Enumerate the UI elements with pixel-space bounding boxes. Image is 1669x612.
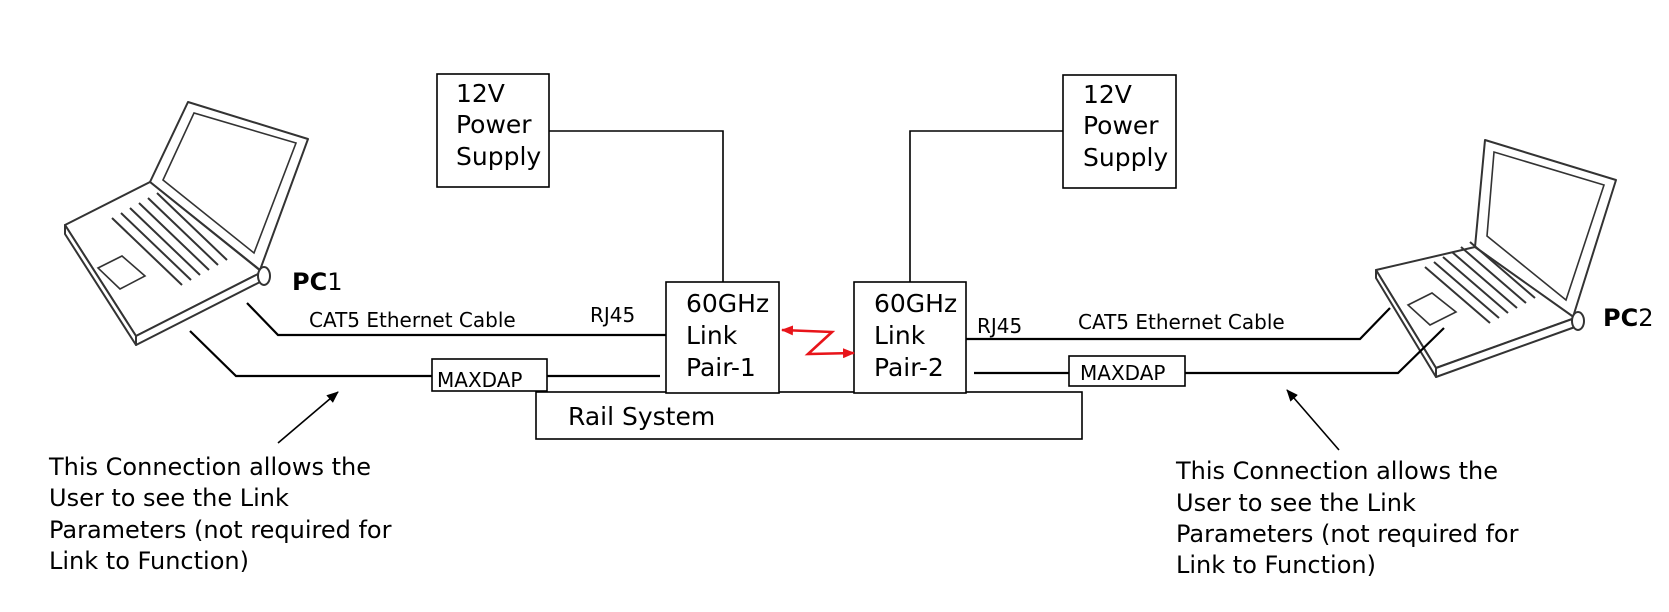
pc-label-right-number: 2 [1638,304,1653,332]
note-left-line-2: User to see the Link [49,484,289,512]
pc-label-right: PC2 [1603,304,1653,332]
cable-label-left: CAT5 Ethernet Cable [309,308,516,332]
note-right: This Connection allows the User to see t… [1175,457,1519,579]
cable-label-right: CAT5 Ethernet Cable [1078,310,1285,334]
note-right-line-4: Link to Function) [1176,551,1376,579]
maxdap-box-left: MAXDAP [431,358,548,392]
link-unit-left: 60GHz Link Pair-1 [665,281,780,394]
note-right-line-3: Parameters (not required for [1176,520,1519,548]
maxdap-cable-left-a [189,330,432,378]
ethernet-cable-right [966,307,1391,341]
link-unit-right-line-3: Pair-2 [874,353,944,382]
laptop-icon [64,101,309,346]
ethernet-cable-left [246,302,666,337]
pc-label-right-prefix: PC [1603,304,1638,332]
rj45-label-right: RJ45 [977,314,1022,338]
note-right-line-2: User to see the Link [1176,489,1416,517]
pc-label-left: PC1 [292,268,342,296]
power-supply-right-line-3: Supply [1083,143,1168,172]
note-left: This Connection allows the User to see t… [48,453,392,575]
link-unit-left-line-2: Link [686,321,738,350]
arrow-icon [277,391,339,444]
rj45-label-left: RJ45 [590,303,635,327]
maxdap-box-right: MAXDAP [1068,355,1186,387]
wireless-link-icon [781,325,855,359]
link-unit-left-line-3: Pair-1 [686,353,756,382]
link-unit-left-line-1: 60GHz [686,289,769,318]
note-right-line-1: This Connection allows the [1175,457,1498,485]
power-supply-left-line-2: Power [456,110,532,139]
link-unit-right-line-2: Link [874,321,926,350]
link-unit-right-line-1: 60GHz [874,289,957,318]
note-left-line-4: Link to Function) [49,547,249,575]
power-supply-right: 12V Power Supply [1062,74,1177,189]
note-left-line-3: Parameters (not required for [49,516,392,544]
maxdap-label-left: MAXDAP [437,368,522,392]
rail-system: Rail System [535,391,1083,440]
power-supply-left-line-3: Supply [456,142,541,171]
maxdap-cable-right-b [1185,327,1445,375]
laptop-icon [1375,139,1617,378]
maxdap-label-right: MAXDAP [1080,361,1165,385]
link-unit-right: 60GHz Link Pair-2 [853,281,967,394]
power-wire-left [549,130,724,282]
power-supply-right-line-1: 12V [1083,80,1132,109]
note-left-line-1: This Connection allows the [48,453,371,481]
power-supply-left: 12V Power Supply [436,73,550,188]
power-supply-right-line-2: Power [1083,111,1159,140]
pc-label-left-number: 1 [327,268,342,296]
pc-label-left-prefix: PC [292,268,327,296]
arrow-icon [1286,389,1340,451]
power-supply-left-line-1: 12V [456,79,505,108]
rail-system-label: Rail System [568,402,715,431]
power-wire-right [909,130,1063,282]
